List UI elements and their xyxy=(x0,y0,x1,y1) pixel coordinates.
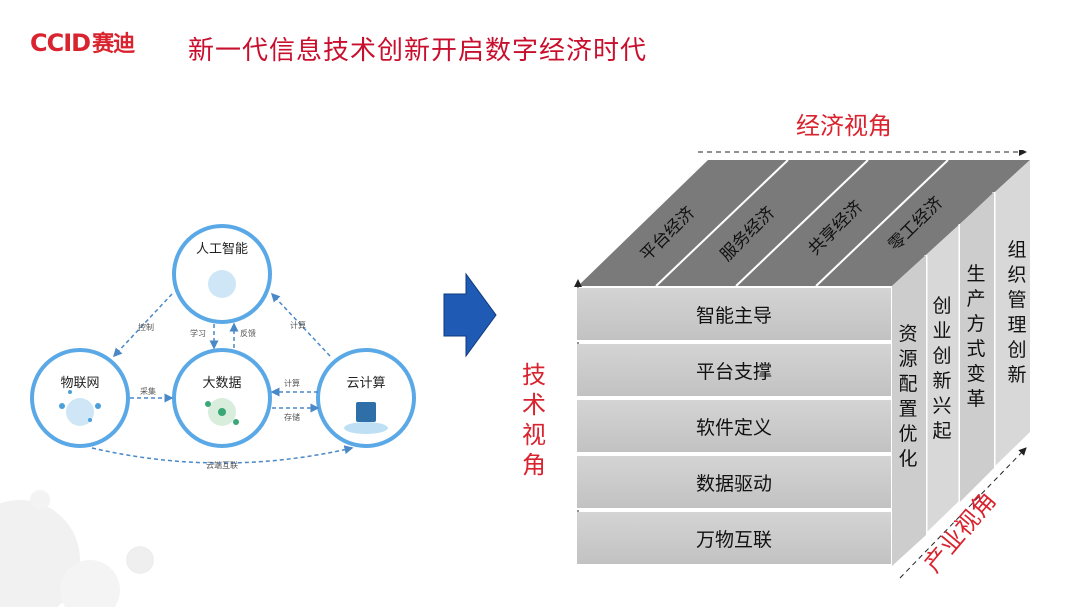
edge-label-compute-mid: 计算 xyxy=(284,379,300,388)
bigdata-node-label: 大数据 xyxy=(202,376,242,391)
edge-label-store: 存储 xyxy=(284,413,300,422)
cube-row-5: 万物互联 xyxy=(577,512,891,566)
side-column-3: 生产方式变革 xyxy=(966,263,986,410)
cloud-node xyxy=(316,348,416,448)
edge-label-control: 控制 xyxy=(138,323,154,332)
economic-view-label: 经济视角 xyxy=(796,112,892,140)
side-column-1: 资源配置优化 xyxy=(898,323,918,470)
tech-view-label: 技术视角 xyxy=(522,361,546,479)
page-title: 新一代信息技术创新开启数字经济时代 xyxy=(188,36,648,66)
cube-row-3: 软件定义 xyxy=(577,400,891,454)
side-column-4: 组织管理创新 xyxy=(1007,239,1027,386)
transition-arrow-icon xyxy=(443,272,497,358)
side-column-2: 创业创新兴起 xyxy=(932,295,952,442)
cube-row-1: 智能主导 xyxy=(577,288,891,342)
edge-label-compute-top: 计算 xyxy=(290,321,306,330)
cube-shape xyxy=(574,150,1030,579)
edge-label-feedback: 反馈 xyxy=(240,329,256,338)
ccid-logo: CCID赛迪 xyxy=(30,29,135,57)
network-diagram: 人工智能 物联网 大数据 云计算 控制 学习 反馈 计算 采集 计算 存储 云端… xyxy=(22,216,426,484)
ai-node-label: 人工智能 xyxy=(195,242,248,257)
edge-label-cloud: 云端互联 xyxy=(206,461,238,470)
iot-node-label: 物联网 xyxy=(60,376,100,391)
edge-label-collect: 采集 xyxy=(140,387,156,396)
cube-row-2: 平台支撑 xyxy=(577,344,891,398)
edge-label-learn: 学习 xyxy=(190,329,206,338)
cube-row-4: 数据驱动 xyxy=(577,456,891,510)
network-lines xyxy=(30,224,416,464)
cloud-node-label: 云计算 xyxy=(346,376,386,391)
